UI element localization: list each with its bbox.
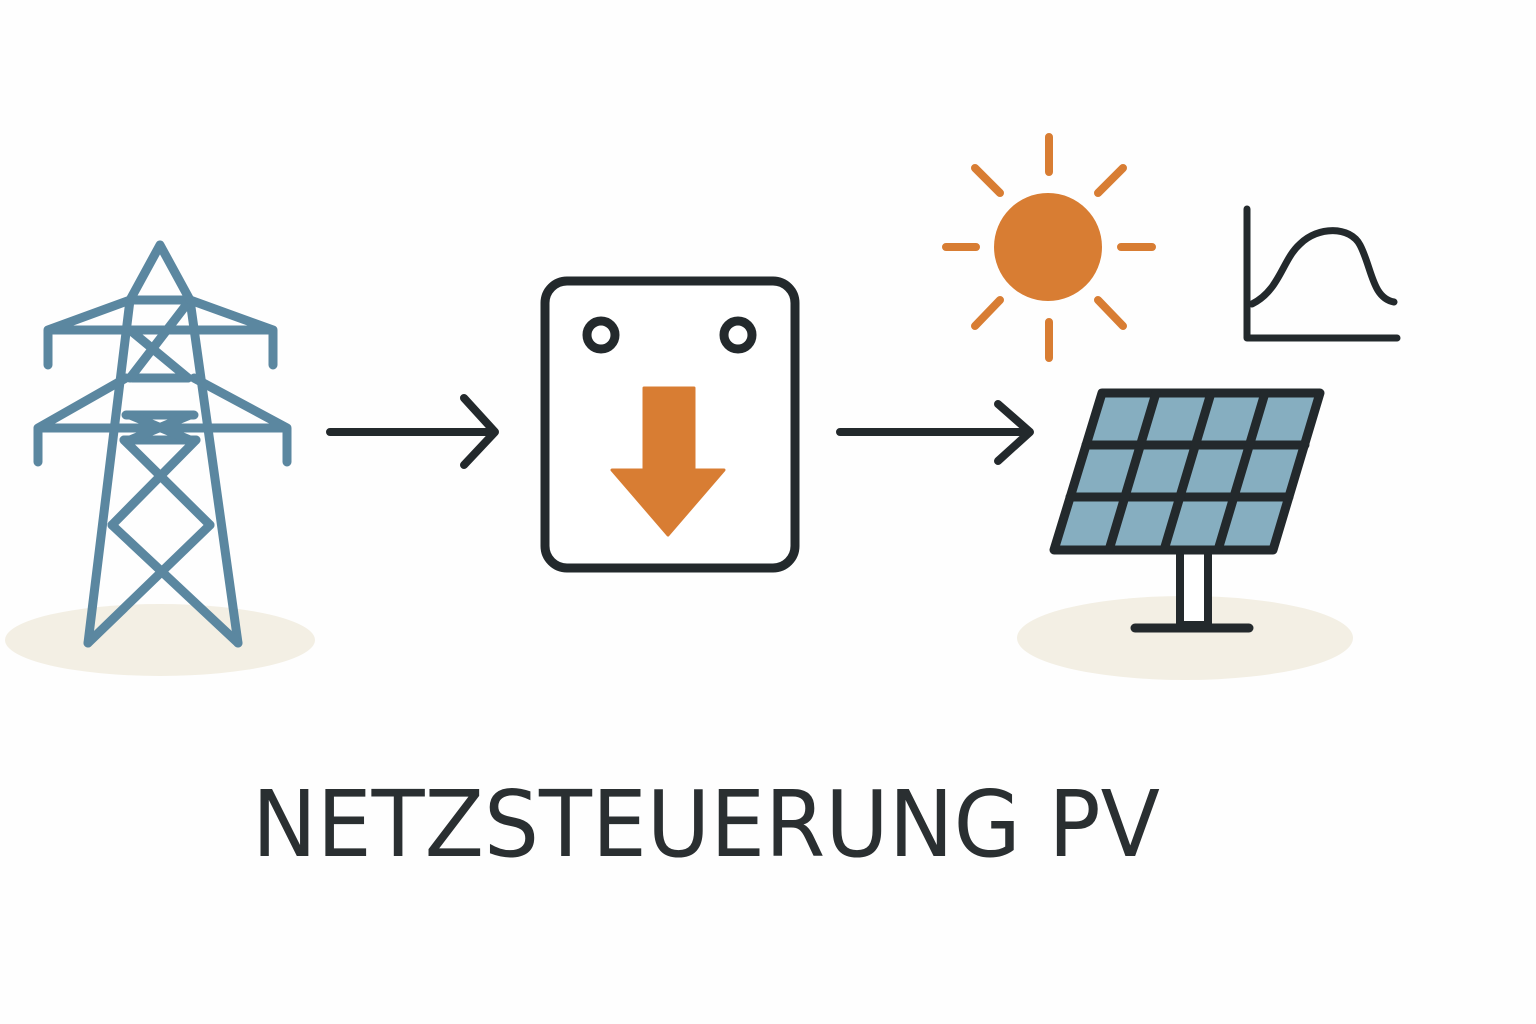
generation-curve-icon (1243, 205, 1401, 342)
arrow-right-icon (836, 400, 1034, 465)
diagram-title: NETZSTEUERUNG PV (252, 771, 1160, 878)
solar-panel-icon (1049, 388, 1325, 633)
control-box-icon (540, 276, 800, 573)
down-arrow-icon (610, 386, 726, 537)
sun-icon (942, 133, 1156, 362)
ground-shadow-right (1017, 596, 1353, 680)
ground-shadow-left (5, 604, 315, 676)
arrow-right-icon (326, 394, 499, 469)
power-tower-icon (33, 240, 292, 648)
